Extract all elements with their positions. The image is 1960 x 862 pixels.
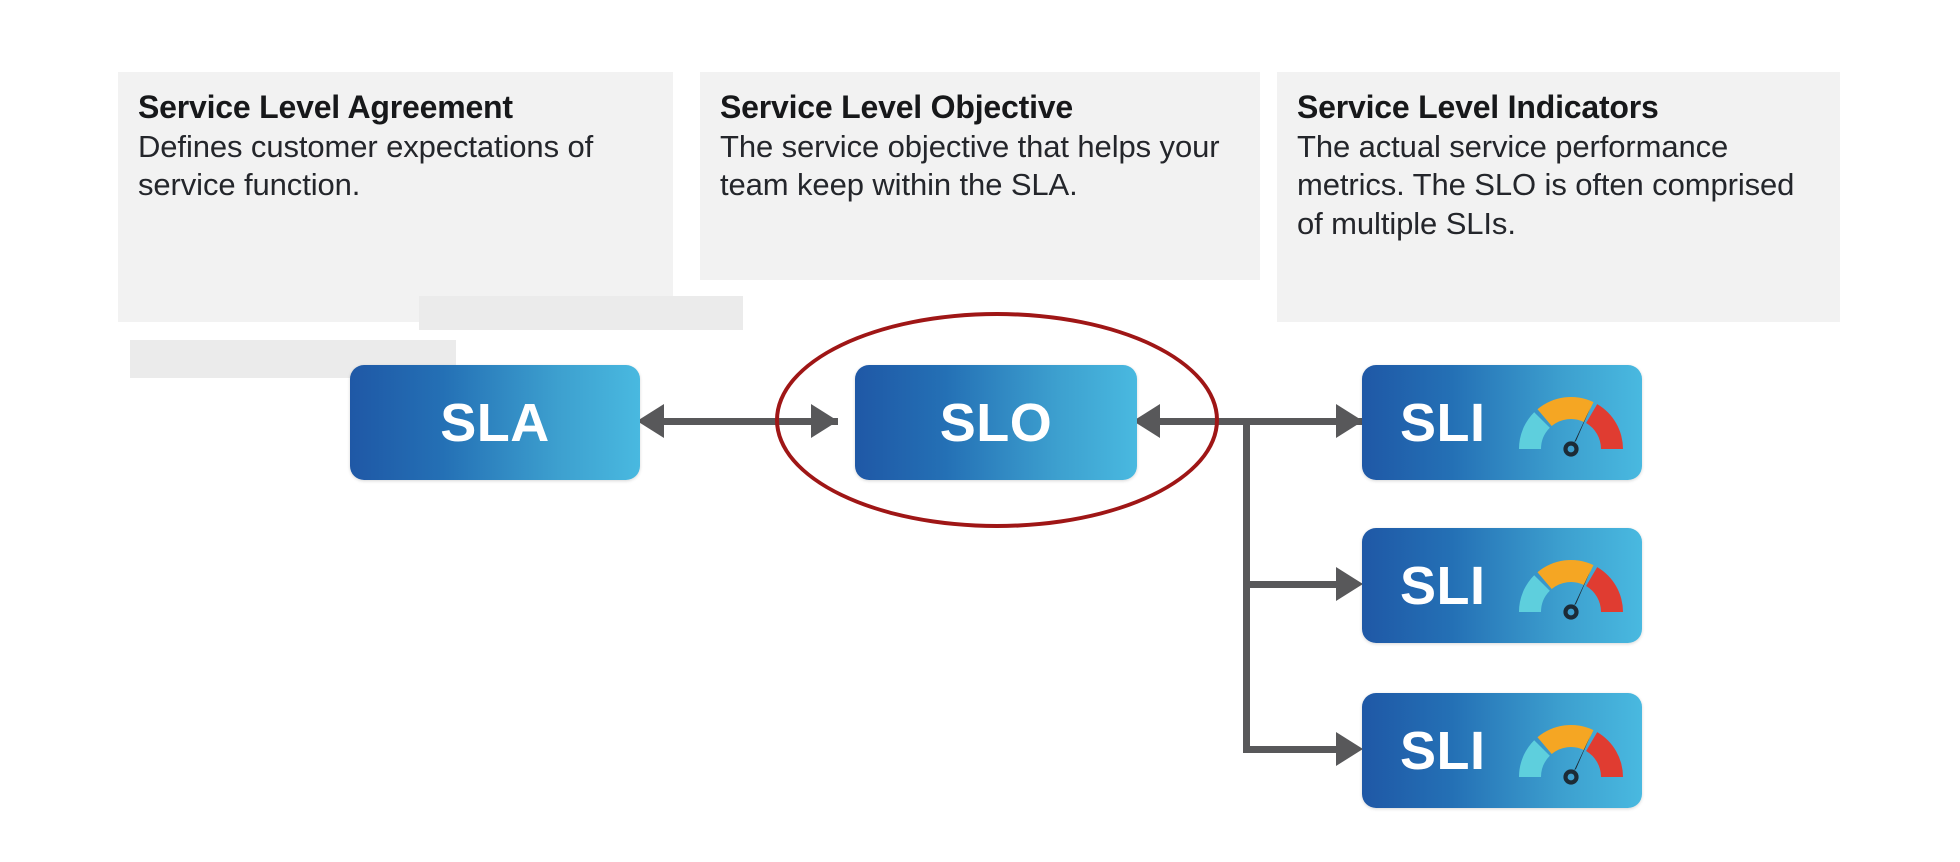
highlight-ellipse-slo — [775, 312, 1219, 528]
card-body-sla: Defines customer expectations of service… — [138, 129, 594, 203]
card-title-sla: Service Level Agreement — [138, 89, 513, 125]
connector-sli-2-line — [1243, 581, 1343, 588]
connector-sli-3-arrowhead — [1336, 732, 1363, 766]
gauge-icon — [1512, 386, 1630, 460]
gauge-icon — [1512, 714, 1630, 788]
node-sli-1-label: SLI — [1400, 392, 1486, 453]
card-service-level-indicators: Service Level Indicators The actual serv… — [1277, 72, 1840, 322]
connector-slo-trunk-line — [1160, 418, 1405, 425]
node-sla-label: SLA — [440, 392, 550, 453]
connector-sli-2-arrowhead — [1336, 567, 1363, 601]
card-service-level-objective: Service Level Objective The service obje… — [700, 72, 1260, 280]
gauge-icon — [1512, 549, 1630, 623]
node-sli-3[interactable]: SLI — [1362, 693, 1642, 808]
connector-sli-1-arrowhead — [1336, 404, 1363, 438]
redaction-block-1 — [419, 296, 743, 330]
connector-sla-slo-arrowhead-left — [637, 404, 664, 438]
card-title-slo: Service Level Objective — [720, 89, 1073, 125]
connector-sli-3-line — [1243, 746, 1343, 753]
card-title-sli: Service Level Indicators — [1297, 89, 1659, 125]
card-service-level-agreement: Service Level Agreement Defines customer… — [118, 72, 743, 378]
node-sli-2[interactable]: SLI — [1362, 528, 1642, 643]
card-body-slo: The service objective that helps your te… — [720, 129, 1220, 203]
node-sli-2-label: SLI — [1400, 555, 1486, 616]
node-sli-1[interactable]: SLI — [1362, 365, 1642, 480]
card-body-sli: The actual service performance metrics. … — [1297, 129, 1795, 241]
node-sla[interactable]: SLA — [350, 365, 640, 480]
node-sli-3-label: SLI — [1400, 720, 1486, 781]
connector-sla-slo-line — [664, 418, 838, 425]
